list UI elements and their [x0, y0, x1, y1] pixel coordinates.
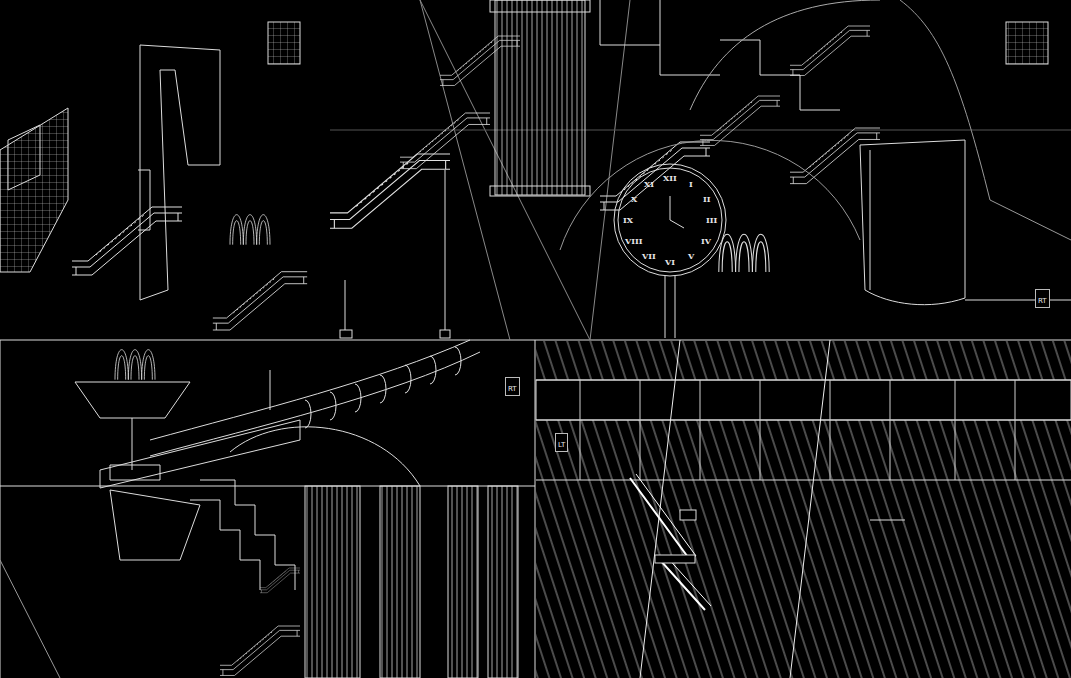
clock-numeral: III	[706, 216, 717, 224]
clock-numeral: IV	[701, 237, 711, 245]
clock-numeral: X	[631, 195, 637, 203]
sheet-tag: RT	[1035, 289, 1050, 308]
clock-numeral: I	[689, 180, 693, 188]
sheet-tag: RT	[505, 377, 520, 396]
sheet-tag: LT	[555, 433, 568, 452]
clock-numeral: XII	[663, 174, 677, 182]
clock-numeral: VI	[665, 258, 675, 266]
clock-numeral: II	[703, 195, 710, 203]
clock-numeral: IX	[623, 216, 633, 224]
clock-numeral: V	[688, 252, 694, 260]
clock-numeral: VIII	[625, 237, 642, 245]
clock-numeral: XI	[644, 180, 654, 188]
clock-numeral: VII	[642, 252, 656, 260]
